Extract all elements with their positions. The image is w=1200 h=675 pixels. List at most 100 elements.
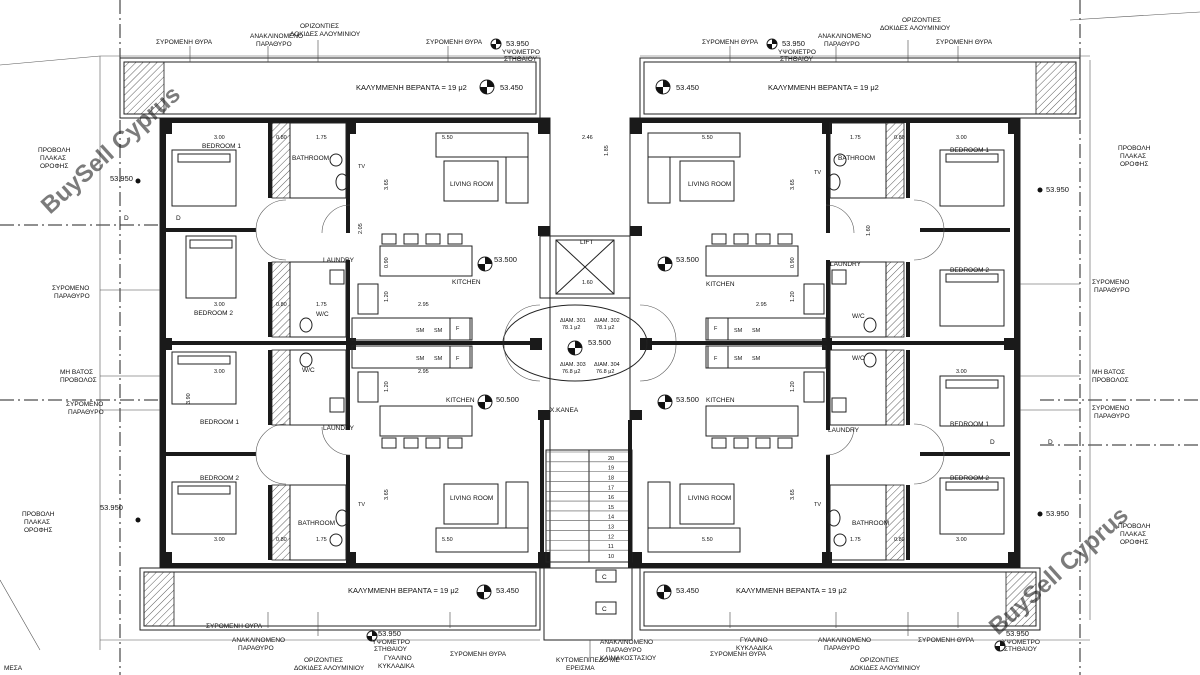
label-projection-l2-1: ΠΡΟΒΟΛΗ	[22, 511, 55, 518]
dim-bl-175: 1.75	[316, 537, 327, 543]
label-glass-bl-1: ΓΥΑΛΙΝΟ	[384, 655, 412, 662]
dim-tl-080b: 0.80	[276, 302, 287, 308]
room-living-br: LIVING ROOM	[688, 495, 731, 502]
sm-label-br1: SM	[734, 356, 743, 362]
label-tilting-window-br-2: ΠΑΡΑΘΥΡΟ	[824, 645, 860, 652]
dim-tl-300: 3.00	[214, 135, 225, 141]
label-projection-r1-3: ΟΡΟΦΗΣ	[1120, 161, 1148, 168]
label-beams-tr-2: ΔΟΚΙΔΕΣ ΑΛΟΥΜΙΝΙΟΥ	[880, 25, 951, 32]
label-level-height-br-1: ΥΨΟΜΕΤΡΟ	[1002, 639, 1040, 646]
label-projection-r2-1: ΠΡΟΒΟΛΗ	[1118, 523, 1151, 530]
room-living-tr: LIVING ROOM	[688, 181, 731, 188]
label-tilting-window-bl-1: ΑΝΑΚΛΙΝΟΜΕΝΟ	[232, 637, 285, 644]
dim-tr-120: 1.20	[790, 291, 796, 302]
label-projection-l1-1: ΠΡΟΒΟΛΗ	[38, 147, 71, 154]
level-right-top: 53.950	[1046, 185, 1069, 194]
room-wc-tr: W/C	[852, 313, 865, 320]
dim-bl-390: 3.90	[186, 393, 192, 404]
stair-number: 18	[608, 475, 614, 481]
level-left-top: 53.950	[110, 174, 133, 183]
level-right-bottom: 53.950	[1046, 509, 1069, 518]
label-mesa: ΜΕΣΑ	[4, 665, 23, 672]
room-laundry-tr: LAUNDRY	[830, 261, 862, 268]
room-wc-tl: W/C	[316, 311, 329, 318]
label-stair-window-1: ΑΝΑΚΛΙΝΟΜΕΝΟ	[600, 639, 653, 646]
verandah-label-bl: ΚΑΛΥΜΜΕΝΗ ΒΕΡΑΝΤΑ = 19 μ2	[348, 586, 459, 595]
level-kitchen-bl: 50.500	[496, 395, 519, 404]
dim-tr-080: 0.80	[894, 135, 905, 141]
dim-bl-365: 3.65	[384, 489, 390, 500]
apartment-303: ΔΙΑΜ. 303	[560, 362, 586, 368]
label-level-height-tl-2: ΣΤΗΘΑΙΟΥ	[504, 56, 538, 63]
label-projection-l1-2: ΠΛΑΚΑΣ	[40, 155, 66, 162]
dim-tr-550: 5.50	[702, 135, 713, 141]
room-kitchen-tl: KITCHEN	[452, 279, 481, 286]
verandah-label-tr: ΚΑΛΥΜΜΕΝΗ ΒΕΡΑΝΤΑ = 19 μ2	[768, 83, 879, 92]
label-sliding-window-l2-1: ΣΥΡΟΜΕΝΟ	[66, 401, 103, 408]
level-bottom-right: 53.950	[1006, 629, 1029, 638]
dim-tl-080: 0.80	[276, 135, 287, 141]
dim-tr-160: 1.60	[866, 225, 872, 236]
marker-d-tl: D	[124, 215, 129, 222]
label-beams-br-1: ΟΡΙΖΟΝΤΙΕΣ	[860, 657, 899, 664]
label-level-height-bl-2: ΣΤΗΘΑΙΟΥ	[374, 646, 408, 653]
apartment-302: ΔΙΑΜ. 302	[594, 318, 620, 324]
stair-number: 10	[608, 554, 614, 560]
dim-br-550: 5.50	[702, 537, 713, 543]
dim-tl-550: 5.50	[442, 135, 453, 141]
room-bedroom1-tl: BEDROOM 1	[202, 143, 241, 150]
dim-tl-205: 2.05	[358, 223, 364, 234]
watermark-bottom-right: BuySell Cyprus	[984, 502, 1134, 641]
label-projection-r2-2: ΠΛΑΚΑΣ	[1120, 531, 1146, 538]
door-swings	[255, 199, 945, 485]
verandah-label-tl: ΚΑΛΥΜΜΕΝΗ ΒΕΡΑΝΤΑ = 19 μ2	[356, 83, 467, 92]
tv-label-bl: TV	[358, 502, 365, 508]
dim-br-365: 3.65	[790, 489, 796, 500]
apartment-304: ΔΙΑΜ. 304	[594, 362, 620, 368]
dim-br-300: 3.00	[956, 537, 967, 543]
label-sliding-window-l1-1: ΣΥΡΟΜΕΝΟ	[52, 285, 89, 292]
label-tilting-window-tr-2: ΠΑΡΑΘΥΡΟ	[824, 41, 860, 48]
label-sliding-door-br2: ΣΥΡΟΜΕΝΗ ΘΥΡΑ	[918, 637, 975, 644]
label-beams-tl-2: ΔΟΚΙΔΕΣ ΑΛΟΥΜΙΝΙΟΥ	[290, 31, 361, 38]
label-sliding-window-l1-2: ΠΑΡΑΘΥΡΟ	[54, 293, 90, 300]
stair-number: 13	[608, 525, 614, 531]
furniture	[171, 122, 1005, 561]
label-glass-bl-2: ΚΥΚΛΑΔΙΚΑ	[378, 663, 415, 670]
label-sliding-door-tm: ΣΥΡΟΜΕΝΗ ΘΥΡΑ	[426, 39, 483, 46]
sm-label-tl2: SM	[434, 328, 443, 334]
sm-label-bl2: SM	[434, 356, 443, 362]
f-label-br: F	[714, 356, 718, 362]
label-wall-in-l-1: ΜΗ ΒΑΤΟΣ	[60, 369, 93, 376]
label-tilting-window-tr-1: ΑΝΑΚΛΙΝΟΜΕΝΟ	[818, 33, 871, 40]
label-stair-window-3: ΚΛΙΜΑΚΟΣΤΑΣΙΟΥ	[600, 655, 657, 662]
marker-d-br: D	[990, 439, 995, 446]
tv-label-br: TV	[814, 502, 821, 508]
marker-c-top: C	[602, 574, 607, 581]
label-beams-bl-2: ΔΟΚΙΔΕΣ ΑΛΟΥΜΙΝΙΟΥ	[294, 665, 365, 672]
room-bedroom1-bl: BEDROOM 1	[200, 419, 239, 426]
room-wc-br: W/C	[852, 355, 865, 362]
lift-dim: 1.60	[582, 280, 593, 286]
room-bedroom2-br: BEDROOM 2	[950, 475, 989, 482]
sm-label-bl1: SM	[416, 356, 425, 362]
dim-tl-090: 0.90	[384, 257, 390, 268]
label-beams-tl-1: ΟΡΙΖΟΝΤΙΕΣ	[300, 23, 339, 30]
marker-c-bottom: C	[602, 606, 607, 613]
label-projection-l2-2: ΠΛΑΚΑΣ	[24, 519, 50, 526]
room-kitchen-br: KITCHEN	[706, 397, 735, 404]
sm-label-tl1: SM	[416, 328, 425, 334]
stair-number: 15	[608, 505, 614, 511]
apartment-301: ΔΙΑΜ. 301	[560, 318, 586, 324]
room-bedroom1-tr: BEDROOM 1	[950, 147, 989, 154]
apartment-301-area: 78.1 μ2	[562, 325, 580, 331]
core	[539, 235, 633, 641]
stair-number: 11	[608, 544, 614, 550]
label-beams-br-2: ΔΟΚΙΔΕΣ ΑΛΟΥΜΙΝΙΟΥ	[850, 665, 921, 672]
room-bedroom2-tr: BEDROOM 2	[950, 267, 989, 274]
tv-label-tr: TV	[814, 170, 821, 176]
level-verandah-tr: 53.450	[676, 83, 699, 92]
dim-br-300: 3.00	[956, 369, 967, 375]
room-bedroom1-br: BEDROOM 1	[950, 421, 989, 428]
label-glass-br-2: ΚΥΚΛΑΔΙΚΑ	[736, 645, 773, 652]
